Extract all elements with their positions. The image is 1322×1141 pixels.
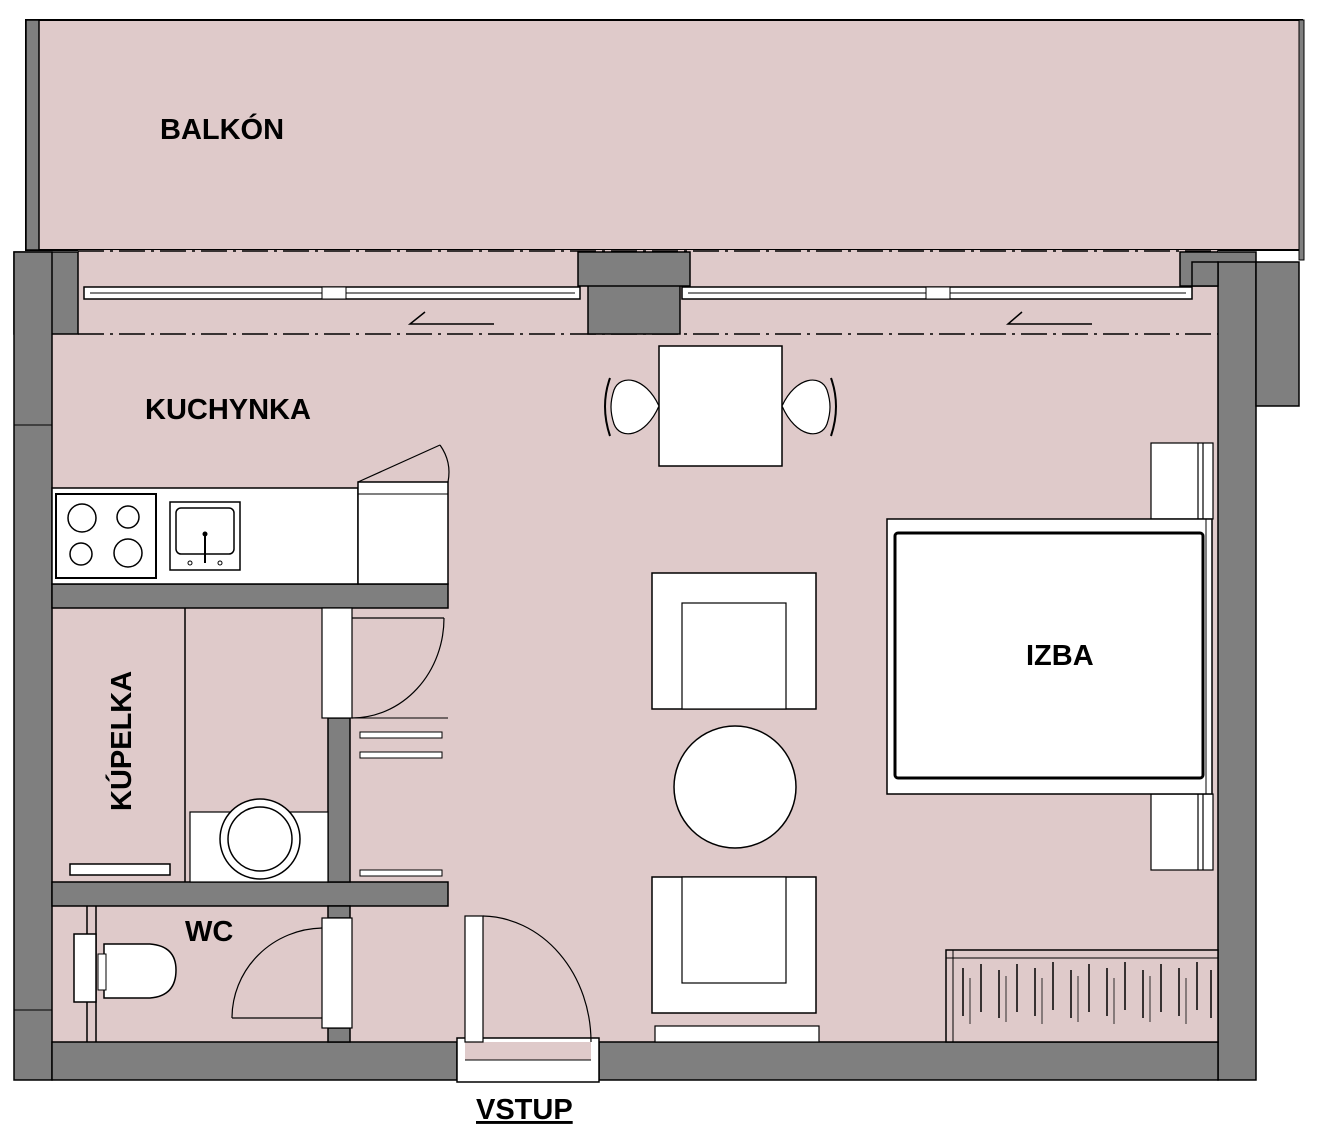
bathroom-label: KÚPELKA [104, 671, 138, 811]
burner-icon [116, 505, 140, 529]
wall-bottom-left [51, 1041, 458, 1081]
balcony: BALKÓN [25, 19, 1305, 261]
nightstand-top [1150, 442, 1214, 520]
wall-kitchen-bath [51, 583, 449, 609]
toilet-tank [73, 933, 97, 1003]
entrance-label: VSTUP [476, 1094, 573, 1126]
hangers [962, 962, 1212, 1018]
wall-bottom-right [598, 1041, 1219, 1081]
room-label: IZBA [1026, 640, 1094, 672]
coffee-table [673, 725, 797, 849]
entrance-door-swing [482, 915, 592, 1043]
wc-door-swing [231, 927, 323, 1019]
chair-right [781, 377, 837, 437]
balcony-label: BALKÓN [160, 112, 284, 146]
bed: IZBA [886, 442, 1214, 871]
washing-machine [219, 798, 301, 880]
wc: WC [73, 906, 353, 1042]
burner-icon [67, 503, 97, 533]
burner-icon [69, 542, 93, 566]
balcony-side-wall-right [1298, 19, 1305, 261]
toilet-bowl [103, 943, 177, 999]
cooktop [55, 493, 157, 579]
chair-left [604, 377, 660, 437]
dining-set [604, 345, 837, 467]
wardrobe [945, 949, 1219, 1043]
armchair-bottom [651, 876, 817, 1014]
bathroom: KÚPELKA [69, 607, 448, 883]
bathroom-door-swing [351, 617, 445, 719]
entrance-door-leaf [464, 915, 484, 1043]
exterior-walls [13, 251, 1300, 1081]
wall-right [1217, 261, 1257, 1081]
wc-label: WC [185, 916, 233, 948]
mattress [893, 531, 1205, 780]
nightstand-bottom [1150, 793, 1214, 871]
kitchen: KUCHYNKA [51, 394, 450, 585]
interior-walls [51, 583, 449, 1043]
low-shelf [654, 1025, 820, 1043]
wall-right-outer [1255, 261, 1300, 407]
fridge [357, 481, 449, 585]
bath-shelf [69, 863, 171, 876]
armchair-top [651, 572, 817, 710]
wall-left [13, 251, 53, 1081]
wall-bath-wc [51, 881, 449, 907]
balcony-side-wall-left [25, 19, 40, 251]
sliding-arrow-left [407, 311, 494, 325]
sliding-arrow-right [1005, 311, 1092, 325]
balcony-floor [25, 19, 1303, 251]
radiator-towel [359, 731, 443, 877]
dining-table [658, 345, 783, 467]
wall-bath-vertical [327, 717, 351, 883]
entrance: VSTUP [456, 915, 600, 1126]
kitchen-label: KUCHYNKA [145, 394, 311, 426]
window-zone [78, 250, 1218, 335]
fridge-door-swing [439, 444, 450, 483]
burner-icon [113, 538, 143, 568]
living-area [651, 572, 820, 1043]
